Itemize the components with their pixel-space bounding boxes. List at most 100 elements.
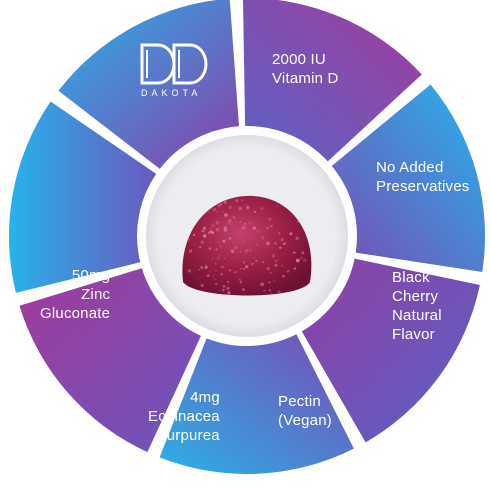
label-line: No Added [376,159,444,176]
label-line: 2000 IU [272,51,326,68]
sugar-crystal [224,226,227,229]
sugar-crystal [255,259,258,263]
segment-zinc [8,101,157,293]
sugar-crystal [239,251,241,253]
sugar-crystal [223,200,228,204]
label-line: (Vegan) [278,412,332,429]
sugar-crystal [224,213,228,217]
sugar-crystal [238,206,242,211]
sugar-crystal [286,269,290,273]
sugar-crystal [208,247,212,250]
sugar-crystal [223,257,226,260]
sugar-crystal [230,249,235,254]
sugar-crystal [244,222,247,225]
label-line: 50mg [71,267,111,284]
label-line: Vitamin D [272,70,339,87]
sugar-crystal [230,222,234,226]
sugar-crystal [227,291,231,295]
sugar-crystal [248,248,252,252]
label-line: Black [392,269,430,286]
sugar-crystal [211,223,215,228]
sugar-crystal [192,233,196,237]
sugar-crystal [240,267,243,270]
label-line: 4mg [190,389,220,406]
label-line: Flavor [392,326,435,343]
sugar-crystal [269,272,272,274]
sugar-crystal [245,265,249,269]
sugar-crystal [214,282,218,286]
sugar-crystal [245,252,247,255]
brand-name: DAKOTA [141,88,202,98]
sugar-crystal [233,270,237,274]
sugar-crystal [219,245,222,248]
sugar-crystal [220,272,224,276]
segment-label-preservatives: No Added Preservatives [376,158,469,196]
sugar-crystal [279,246,282,249]
gummy-image [182,195,312,296]
segment-preservatives [331,84,485,272]
sugar-crystal [266,266,270,271]
sugar-crystal [226,286,230,290]
sugar-crystal [234,220,237,223]
gummy-body [182,195,312,296]
sugar-crystal [226,280,230,284]
sugar-crystal [209,228,211,230]
sugar-crystal [282,274,285,278]
sugar-crystal [256,243,259,246]
sugar-crystal [238,278,241,281]
sugar-crystal [228,236,232,240]
sugar-crystal [248,222,250,224]
sugar-crystal [203,226,206,230]
sugar-crystal [204,265,208,269]
sugar-crystal [270,292,272,294]
label-line: Gluconate [40,305,111,322]
sugar-crystal [283,242,286,245]
sugar-crystal [232,216,236,219]
sugar-crystal [301,251,305,255]
sugar-crystal [205,263,208,266]
sugar-crystal [197,277,199,280]
sugar-crystal [222,239,226,243]
sugar-crystal [198,246,200,248]
dakota-logo-icon [140,43,208,85]
sugar-crystal [222,284,226,288]
sugar-crystal [239,280,243,284]
sugar-crystal [261,207,264,210]
sugar-crystal [209,271,211,273]
sugar-crystal [256,229,259,233]
sugar-crystal [300,256,303,259]
sugar-crystal [215,248,218,251]
sugar-crystal [295,236,299,240]
segment-label-zinc: 50mg Zinc Gluconate [40,266,110,323]
sugar-crystal [209,230,213,233]
sugar-crystal [260,207,263,210]
sugar-crystal [202,229,205,233]
label-line: Preservatives [376,178,470,195]
sugar-crystal [289,232,293,236]
sugar-crystal [199,246,202,249]
segment-vitamin-d [242,0,422,162]
sugar-crystal [293,251,296,254]
sugar-crystal [221,210,224,213]
sugar-crystal [274,241,277,245]
sugar-crystal [219,255,221,257]
sugar-crystal [249,222,252,225]
sugar-crystal [214,262,217,265]
sugar-crystal [229,269,232,272]
sugar-crystal [252,226,256,230]
sugar-crystal [296,220,299,223]
sugar-crystal [250,262,254,266]
sugar-crystal [276,205,279,208]
sugar-crystal [268,217,272,221]
sugar-crystal [253,210,257,213]
sugar-crystal [216,222,219,224]
sugar-crystal [274,259,278,263]
sugar-crystal [208,211,210,213]
label-line: Echinacea [148,408,220,425]
sugar-crystal [227,220,231,224]
sugar-crystal [200,240,205,245]
sugar-crystal [215,210,219,213]
sugar-crystal [215,227,220,232]
sugar-crystal [198,268,201,271]
